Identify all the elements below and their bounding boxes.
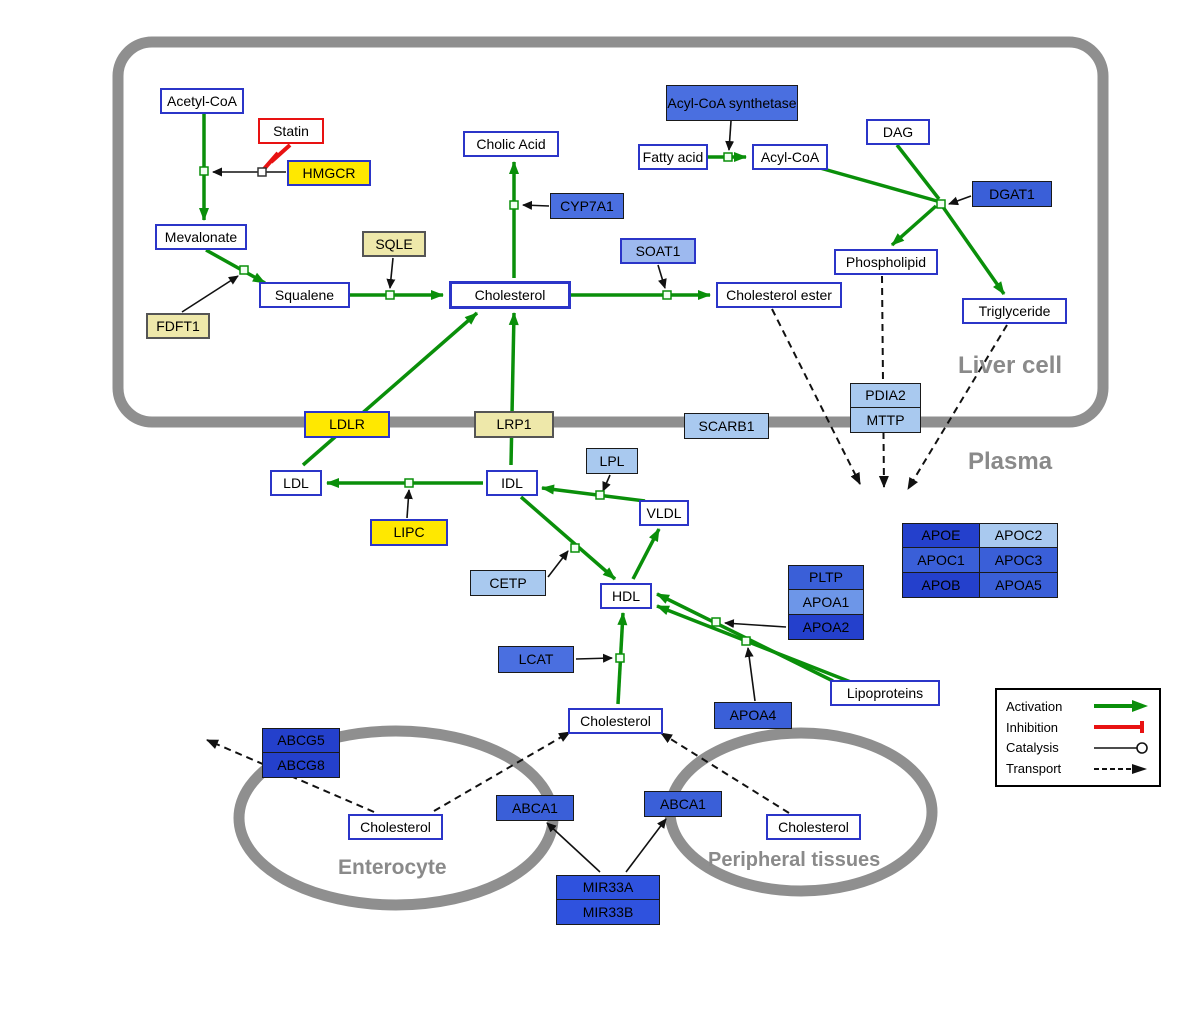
activation-arrow-icon	[1094, 700, 1148, 713]
enterocyte-label: Enterocyte	[338, 856, 447, 879]
node-scarb1[interactable]: SCARB1	[684, 413, 769, 439]
node-apoa5[interactable]: APOA5	[979, 572, 1058, 598]
node-lrp1[interactable]: LRP1	[474, 411, 554, 438]
node-apoc2[interactable]: APOC2	[979, 523, 1058, 548]
legend-activation-row: Activation	[1006, 696, 1150, 717]
node-dgat1[interactable]: DGAT1	[972, 181, 1052, 207]
node-phospholipid[interactable]: Phospholipid	[834, 249, 938, 275]
node-apoa4[interactable]: APOA4	[714, 702, 792, 729]
node-squalene[interactable]: Squalene	[259, 282, 350, 308]
peripheral-tissues-label: Peripheral tissues	[708, 849, 881, 871]
catalysis-circle-icon	[1094, 742, 1148, 754]
inhibition-edge	[262, 143, 292, 171]
node-mttp[interactable]: MTTP	[850, 407, 921, 433]
node-apoa1[interactable]: APOA1	[788, 589, 864, 615]
node-abca1-peripheral[interactable]: ABCA1	[644, 791, 722, 817]
node-apoa2[interactable]: APOA2	[788, 614, 864, 640]
node-apob[interactable]: APOB	[902, 572, 980, 598]
node-fatty-acid[interactable]: Fatty acid	[638, 144, 708, 170]
legend-catalysis-label: Catalysis	[1006, 740, 1059, 756]
node-mevalonate[interactable]: Mevalonate	[155, 224, 247, 250]
node-triglyceride[interactable]: Triglyceride	[962, 298, 1067, 324]
node-mir33b[interactable]: MIR33B	[556, 899, 660, 925]
liver-cell-outline	[112, 36, 1109, 428]
node-apoc3[interactable]: APOC3	[979, 547, 1058, 573]
node-hmgcr[interactable]: HMGCR	[287, 160, 371, 186]
catalysis-edges	[181, 120, 972, 873]
node-dag[interactable]: DAG	[866, 119, 930, 145]
node-hdl[interactable]: HDL	[600, 583, 652, 609]
liver-cell-label: Liver cell	[958, 352, 1063, 379]
reaction-nodes	[199, 152, 946, 663]
inhibition-tbar-icon	[1094, 721, 1144, 734]
legend-transport-label: Transport	[1006, 761, 1062, 777]
plasma-label: Plasma	[968, 448, 1053, 475]
legend-inhibition-label: Inhibition	[1006, 719, 1059, 735]
node-apoe[interactable]: APOE	[902, 523, 980, 548]
node-ldl[interactable]: LDL	[270, 470, 322, 496]
node-acetyl-coa[interactable]: Acetyl-CoA	[160, 88, 244, 114]
transport-arrow-icon	[1094, 763, 1147, 774]
legend-inhibition-row: Inhibition	[1006, 717, 1150, 738]
node-statin[interactable]: Statin	[258, 118, 324, 144]
node-lpl[interactable]: LPL	[586, 448, 638, 474]
node-acyl-coa-synthetase[interactable]: Acyl-CoA synthetase	[666, 85, 798, 121]
legend-catalysis-row: Catalysis	[1006, 738, 1150, 759]
node-cholesterol-ester[interactable]: Cholesterol ester	[716, 282, 842, 308]
node-abcg8[interactable]: ABCG8	[262, 752, 340, 778]
node-sqle[interactable]: SQLE	[362, 231, 426, 257]
node-lipc[interactable]: LIPC	[370, 519, 448, 546]
node-acyl-coa[interactable]: Acyl-CoA	[752, 144, 828, 170]
node-idl[interactable]: IDL	[486, 470, 538, 496]
node-cholesterol-plasma[interactable]: Cholesterol	[568, 708, 663, 734]
node-cyp7a1[interactable]: CYP7A1	[550, 193, 624, 219]
node-ldlr[interactable]: LDLR	[304, 411, 390, 438]
legend-transport-row: Transport	[1006, 758, 1150, 779]
node-abca1-enterocyte[interactable]: ABCA1	[496, 795, 574, 821]
node-lcat[interactable]: LCAT	[498, 646, 574, 673]
node-cholesterol-peripheral[interactable]: Cholesterol	[766, 814, 861, 840]
node-vldl[interactable]: VLDL	[639, 500, 689, 526]
node-pltp[interactable]: PLTP	[788, 565, 864, 590]
node-cholesterol-liver[interactable]: Cholesterol	[449, 281, 571, 309]
node-pdia2[interactable]: PDIA2	[850, 383, 921, 408]
node-soat1[interactable]: SOAT1	[620, 238, 696, 264]
node-mir33a[interactable]: MIR33A	[556, 875, 660, 900]
node-fdft1[interactable]: FDFT1	[146, 313, 210, 339]
node-cholesterol-enterocyte[interactable]: Cholesterol	[348, 814, 443, 840]
node-abcg5[interactable]: ABCG5	[262, 728, 340, 753]
node-cholic-acid[interactable]: Cholic Acid	[463, 131, 559, 157]
node-lipoproteins[interactable]: Lipoproteins	[830, 680, 940, 706]
node-cetp[interactable]: CETP	[470, 570, 546, 596]
legend: Activation Inhibition Catalysis Transpor…	[995, 688, 1161, 787]
legend-activation-label: Activation	[1006, 698, 1063, 714]
node-apoc1[interactable]: APOC1	[902, 547, 980, 573]
